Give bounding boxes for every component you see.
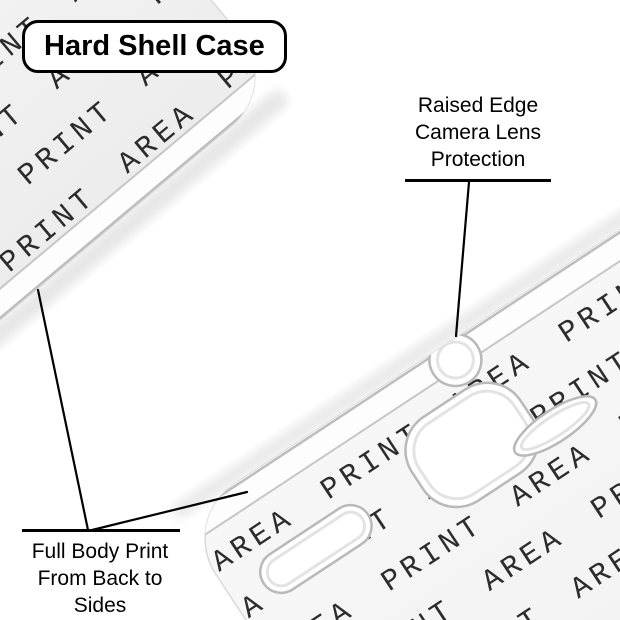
camera-island-cutout <box>404 381 540 509</box>
title-badge: Hard Shell Case <box>22 20 287 73</box>
camera-lens-lip <box>435 340 475 380</box>
port-cutout <box>258 503 373 595</box>
camera-island-lip <box>412 389 532 501</box>
raised-edge-rim <box>180 134 620 542</box>
rim-edge-line <box>180 135 620 523</box>
rim-inner-line <box>193 155 620 543</box>
case-back-side-rim <box>0 65 282 599</box>
callout-fullbody-label: Full Body Print From Back to Sides <box>31 540 169 617</box>
rim-inner-line <box>0 64 267 581</box>
callout-line-fullbody-right <box>90 490 249 532</box>
title-badge-label: Hard Shell Case <box>44 30 265 62</box>
flash-cutout-lip <box>519 400 591 451</box>
callout-camera-label: Raised Edge Camera Lens Protection <box>414 94 542 171</box>
callout-line-fullbody-left <box>36 288 90 532</box>
flash-cutout <box>512 395 598 457</box>
case-back-shadow <box>0 90 288 607</box>
callout-fullbody-overline <box>22 529 180 532</box>
callout-camera-underline <box>405 179 551 182</box>
port-cutout-lip <box>265 510 367 588</box>
case-angled-shadow <box>172 123 620 519</box>
rim-edge-line <box>0 81 282 598</box>
callout-line-camera <box>454 180 471 338</box>
